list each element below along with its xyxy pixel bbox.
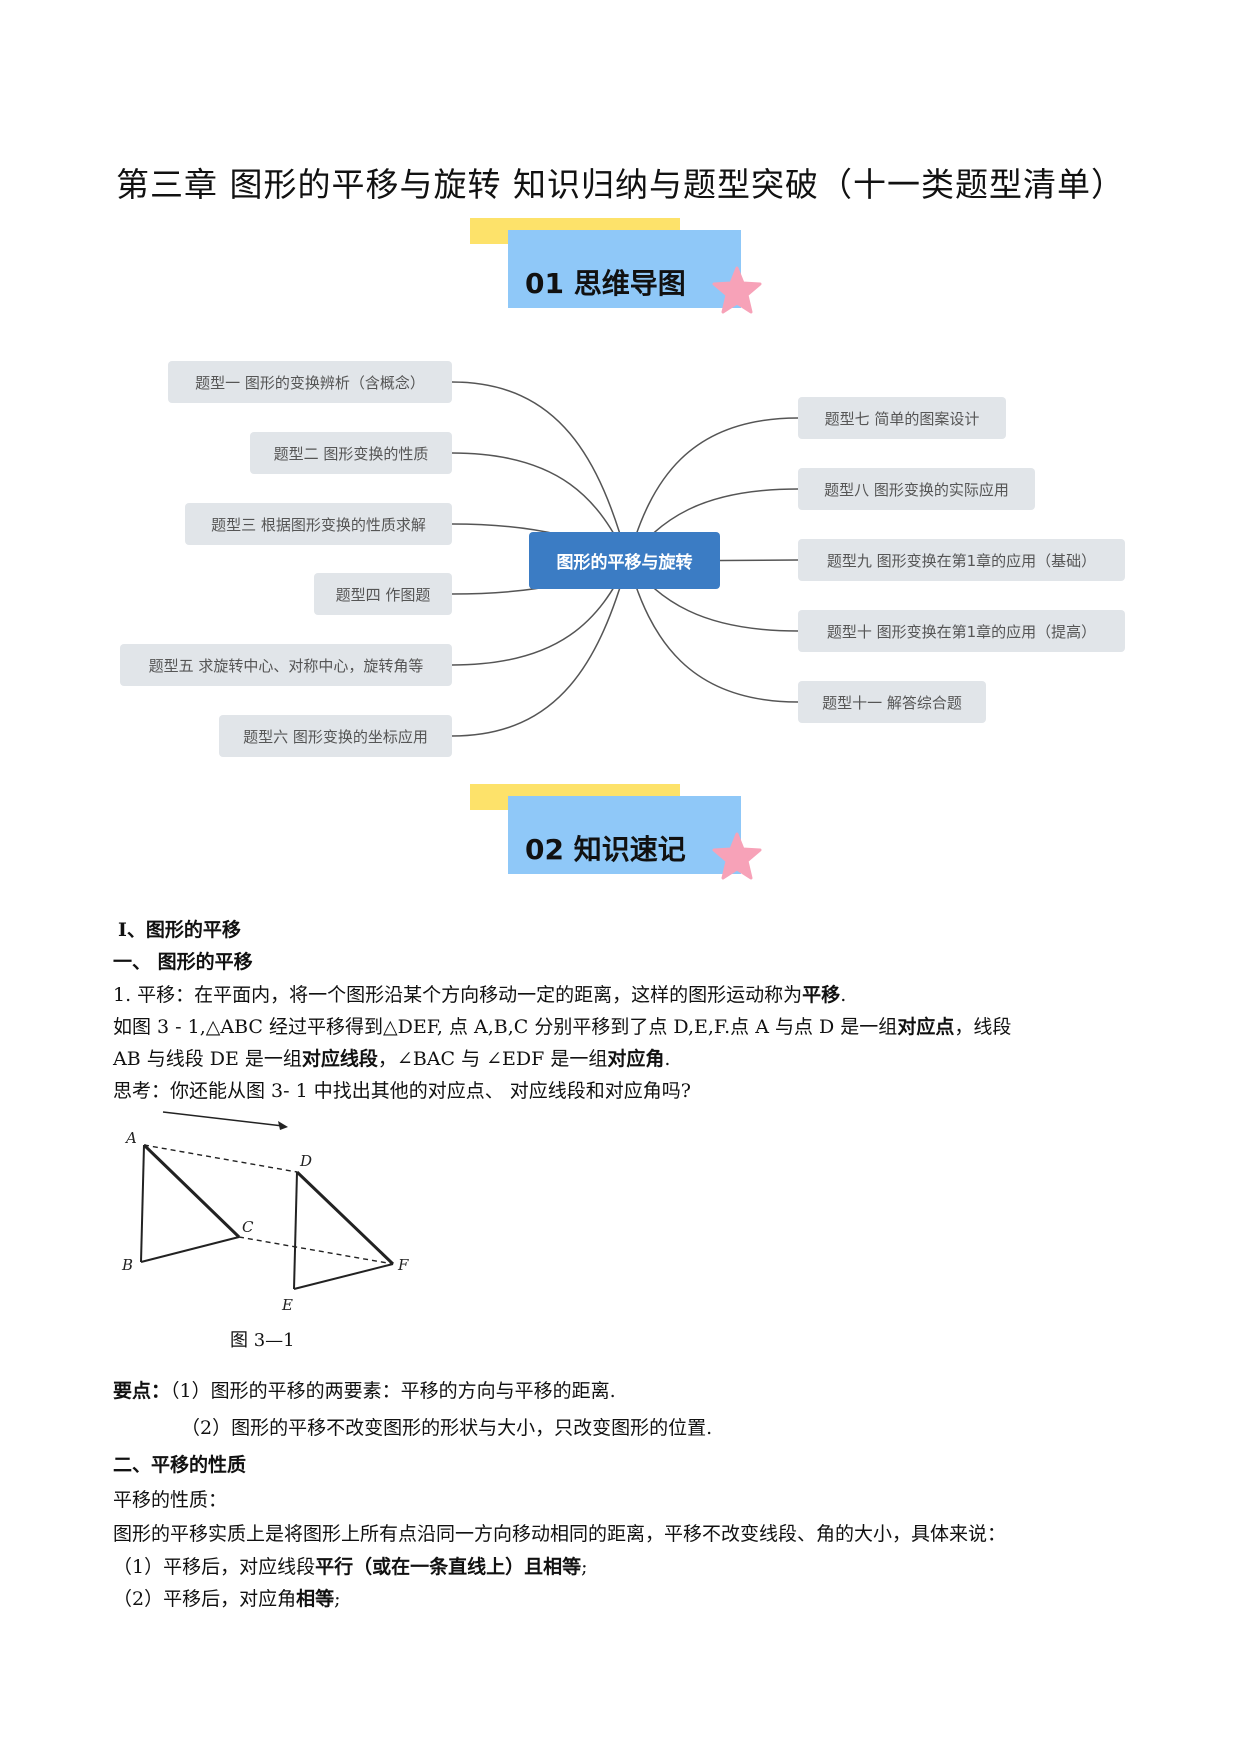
text-run: （1）平移后，对应线段 [113,1556,316,1578]
text-run: （1）图形的平移的两要素：平移的方向与平移的距离. [170,1380,616,1402]
text-run: ，∠BAC 与 ∠EDF 是一组 [377,1048,608,1070]
mindmap-center-node: 图形的平移与旋转 [529,532,720,589]
point-label-c: C [242,1218,254,1236]
figure-caption: 图 3—1 [230,1330,295,1351]
point-label-e: E [281,1296,293,1314]
paragraph: 1. 平移：在平面内，将一个图形沿某个方向移动一定的距离，这样的图形运动称为平移… [113,979,1133,1011]
mindmap-node-type10: 题型十 图形变换在第1章的应用（提高） [798,610,1125,652]
bold-term: 对应线段 [301,1048,378,1070]
arrow-head [278,1121,288,1130]
key-point-1: 要点：（1）图形的平移的两要素：平移的方向与平移的距离. [113,1375,1133,1407]
mind-map: 题型一 图形的变换辨析（含概念） 题型二 图形变换的性质 题型三 根据图形变换的… [0,340,1241,780]
text-run: AB 与线段 DE 是一组 [113,1048,302,1070]
mindmap-node-type1: 题型一 图形的变换辨析（含概念） [168,361,452,403]
bold-term: 平移 [802,984,841,1006]
banner-blue-block [508,796,741,874]
paragraph: 如图 3 - 1,△ABC 经过平移得到△DEF, 点 A,B,C 分别平移到了… [113,1011,1133,1043]
mindmap-node-type11: 题型十一 解答综合题 [798,681,986,723]
mindmap-node-type7: 题型七 简单的图案设计 [798,397,1006,439]
correspondence-lines [143,1144,394,1265]
section-heading: 02 知识速记 [525,833,686,866]
banner-blue-block [508,230,741,308]
paragraph: 平移的性质： [113,1489,228,1511]
bold-term: 平行（或在一条直线上）且相等 [315,1556,582,1578]
text-run: . [840,984,847,1006]
mindmap-node-type3: 题型三 根据图形变换的性质求解 [185,503,452,545]
bold-term: 对应点 [897,1016,955,1038]
paragraph: （1）平移后，对应线段平行（或在一条直线上）且相等; [113,1551,1133,1583]
text-run: ，线段 [954,1016,1012,1038]
text-run: ; [334,1588,341,1610]
page-title: 第三章 图形的平移与旋转 知识归纳与题型突破（十一类题型清单） [116,165,1125,204]
text-run: 如图 3 - 1,△ABC 经过平移得到△DEF, 点 A,B,C 分别平移到了… [113,1016,898,1038]
paragraph: AB 与线段 DE 是一组对应线段，∠BAC 与 ∠EDF 是一组对应角. [113,1043,1133,1075]
direction-arrow [162,1111,284,1127]
section-heading: 01 思维导图 [525,267,686,300]
text-run: 1. 平移：在平面内，将一个图形沿某个方向移动一定的距离，这样的图形运动称为 [113,984,803,1006]
point-label-a: A [124,1129,137,1147]
section-banner-mindmap: 01 思维导图 [470,218,770,318]
paragraph: 思考：你还能从图 3- 1 中找出其他的对应点、 对应线段和对应角吗? [113,1080,691,1102]
bold-term: 相等 [296,1588,335,1610]
text-run: ; [581,1556,588,1578]
star-icon [712,832,762,880]
translation-figure: A B C D E F [121,1111,409,1314]
paragraph: 图形的平移实质上是将图形上所有点沿同一方向移动相同的距离，平移不改变线段、角的大… [113,1523,1007,1545]
text-run: （2）平移后，对应角 [113,1588,297,1610]
mindmap-node-type5: 题型五 求旋转中心、对称中心，旋转角等 [120,644,452,686]
bold-term: 对应角 [607,1048,665,1070]
section-banner-knowledge: 02 知识速记 [470,784,770,884]
key-point-2: （2）图形的平移不改变图形的形状与大小，只改变图形的位置. [181,1417,713,1439]
paragraph: （2）平移后，对应角相等; [113,1583,1133,1615]
part-heading: Ⅰ、图形的平移 [118,919,241,941]
triangle-def [293,1170,395,1290]
point-label-f: F [397,1256,409,1274]
point-label-b: B [121,1256,133,1274]
subsection-heading: 一、 图形的平移 [113,951,253,973]
mindmap-node-type4: 题型四 作图题 [314,573,452,615]
key-point-label: 要点： [113,1380,171,1402]
mindmap-node-type2: 题型二 图形变换的性质 [250,432,452,474]
triangle-abc [140,1143,241,1263]
point-label-d: D [299,1152,312,1170]
text-run: . [664,1048,671,1070]
mindmap-node-type9: 题型九 图形变换在第1章的应用（基础） [798,539,1125,581]
star-icon [712,266,762,314]
mindmap-node-type6: 题型六 图形变换的坐标应用 [219,715,452,757]
subsection-heading: 二、平移的性质 [113,1454,247,1476]
mindmap-node-type8: 题型八 图形变换的实际应用 [798,468,1035,510]
